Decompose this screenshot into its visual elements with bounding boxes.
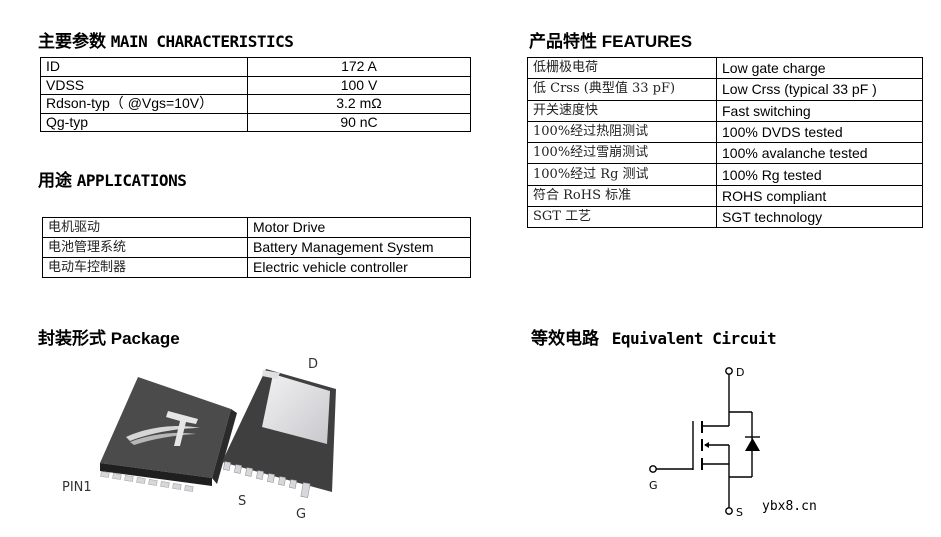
drain-terminal-icon: [725, 367, 733, 375]
main-characteristics-title-cn: 主要参数: [38, 32, 106, 52]
watermark: ybx8.cn: [762, 499, 817, 514]
table-row: ID 172 A: [40, 57, 471, 77]
features-heading: 产品特性 FEATURES: [529, 32, 692, 52]
equivalent-circuit-title-cn: 等效电路: [531, 329, 599, 349]
feature-cn-cell: 低 Crss (典型值 33 pF): [527, 78, 717, 101]
feature-en-cell: ROHS compliant: [716, 184, 923, 208]
applications-title-en: APPLICATIONS: [76, 171, 187, 190]
pin1-label: PIN1: [62, 480, 92, 495]
application-en-cell: Battery Management System: [247, 237, 471, 258]
applications-title-cn: 用途: [38, 171, 72, 191]
main-characteristics-title-en: MAIN CHARACTERISTICS: [110, 32, 294, 51]
package-bottom-view: [222, 369, 336, 498]
circuit-gate-label: G: [649, 479, 658, 492]
feature-en-cell: SGT technology: [716, 206, 923, 229]
feature-en-cell: Low gate charge: [716, 56, 923, 80]
gate-terminal-icon: [649, 465, 657, 473]
source-terminal-icon: [725, 507, 733, 515]
applications-table: 电机驱动 Motor Drive 电池管理系统 Battery Manageme…: [42, 217, 471, 278]
features-title-en: FEATURES: [601, 32, 693, 51]
package-heading: 封装形式 Package: [38, 329, 180, 349]
feature-cn-cell: 低栅极电荷: [527, 56, 717, 80]
value-cell: 90 nC: [247, 112, 471, 132]
feature-en-cell: 100% Rg tested: [716, 163, 923, 186]
equivalent-circuit-heading: 等效电路 Equivalent Circuit: [531, 329, 777, 349]
feature-cn-cell: 符合 RoHS 标准: [527, 184, 717, 208]
package-source-label: S: [238, 494, 247, 509]
package-top-view: [100, 377, 237, 492]
table-row: 电池管理系统 Battery Management System: [42, 237, 471, 258]
logo-icon: [126, 411, 200, 446]
package-title-en: Package: [110, 329, 180, 348]
feature-cn-cell: 100%经过 Rg 测试: [527, 163, 717, 186]
feature-en-cell: 100% avalanche tested: [716, 142, 923, 165]
circuit-source-label: S: [736, 506, 743, 519]
source-arrow-icon: [704, 442, 709, 448]
feature-en-cell: Fast switching: [716, 99, 923, 122]
table-row: 低 Crss (典型值 33 pF)Low Crss (typical 33 p…: [527, 78, 923, 101]
package-drain-label: D: [308, 357, 319, 372]
equivalent-circuit-title-en: Equivalent Circuit: [611, 329, 777, 348]
package-title-cn: 封装形式: [38, 329, 106, 349]
application-en-cell: Electric vehicle controller: [247, 257, 471, 278]
features-title-cn: 产品特性: [529, 32, 597, 52]
circuit-drain-label: D: [736, 366, 744, 379]
param-cell: Qg-typ: [40, 112, 248, 132]
feature-en-cell: Low Crss (typical 33 pF ): [716, 78, 923, 101]
main-characteristics-table: ID 172 A VDSS 100 V Rdson-typ（ @Vgs=10V）…: [40, 57, 471, 132]
body-diode-icon: [745, 438, 760, 451]
application-cn-cell: 电池管理系统: [42, 237, 248, 258]
table-row: Qg-typ 90 nC: [40, 112, 471, 132]
table-row: 电动车控制器 Electric vehicle controller: [42, 257, 471, 278]
feature-cn-cell: SGT 工艺: [527, 206, 717, 229]
package-gate-label: G: [296, 507, 307, 522]
application-cn-cell: 电动车控制器: [42, 257, 248, 278]
main-characteristics-heading: 主要参数 MAIN CHARACTERISTICS: [38, 32, 294, 52]
applications-heading: 用途 APPLICATIONS: [38, 171, 187, 191]
